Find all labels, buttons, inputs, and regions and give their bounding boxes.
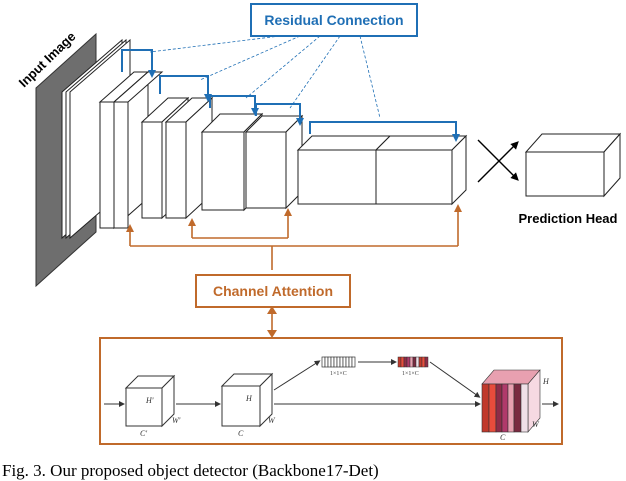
residual-connection-box: Residual Connection — [250, 3, 418, 37]
output-striped-cube — [481, 369, 541, 433]
cube2-w-label: W — [268, 416, 276, 425]
block-2 — [112, 71, 164, 229]
cube2-c-label: C — [238, 429, 244, 438]
block-8 — [374, 134, 468, 206]
vector1-dims: 1×1×C — [330, 371, 347, 377]
weight-vector — [397, 356, 429, 368]
prediction-head-block — [524, 132, 622, 198]
channel-attention-box: Channel Attention — [195, 274, 351, 308]
attention-detail-panel: H' W' C' H W C 1×1×C — [99, 337, 563, 445]
residual-guide-lines — [149, 35, 381, 119]
cube1-w-label: W' — [172, 416, 181, 425]
feature-cube-2 — [220, 372, 274, 428]
channel-attention-label: Channel Attention — [213, 283, 333, 299]
attention-link-arrowheads — [267, 306, 277, 338]
attention-arrows — [126, 204, 462, 334]
figure-caption: Fig. 3. Our proposed object detector (Ba… — [2, 461, 379, 480]
output-w-label: W — [532, 420, 540, 429]
cross-arrows — [477, 139, 519, 183]
feature-blocks — [98, 70, 622, 230]
output-c-label: C — [500, 433, 506, 442]
residual-connection-label: Residual Connection — [264, 12, 403, 28]
pooled-vector — [321, 356, 356, 368]
vector2-dims: 1×1×C — [402, 371, 419, 377]
cube1-h-label: H' — [145, 396, 154, 405]
residual-arrows — [121, 49, 460, 142]
cube2-h-label: H — [245, 394, 253, 403]
block-7 — [296, 135, 392, 205]
feature-cube-1 — [124, 374, 176, 428]
output-h-label: H — [542, 377, 550, 386]
cube1-c-label: C' — [140, 429, 147, 438]
block-6 — [244, 114, 304, 210]
prediction-head-label: Prediction Head — [519, 211, 618, 226]
